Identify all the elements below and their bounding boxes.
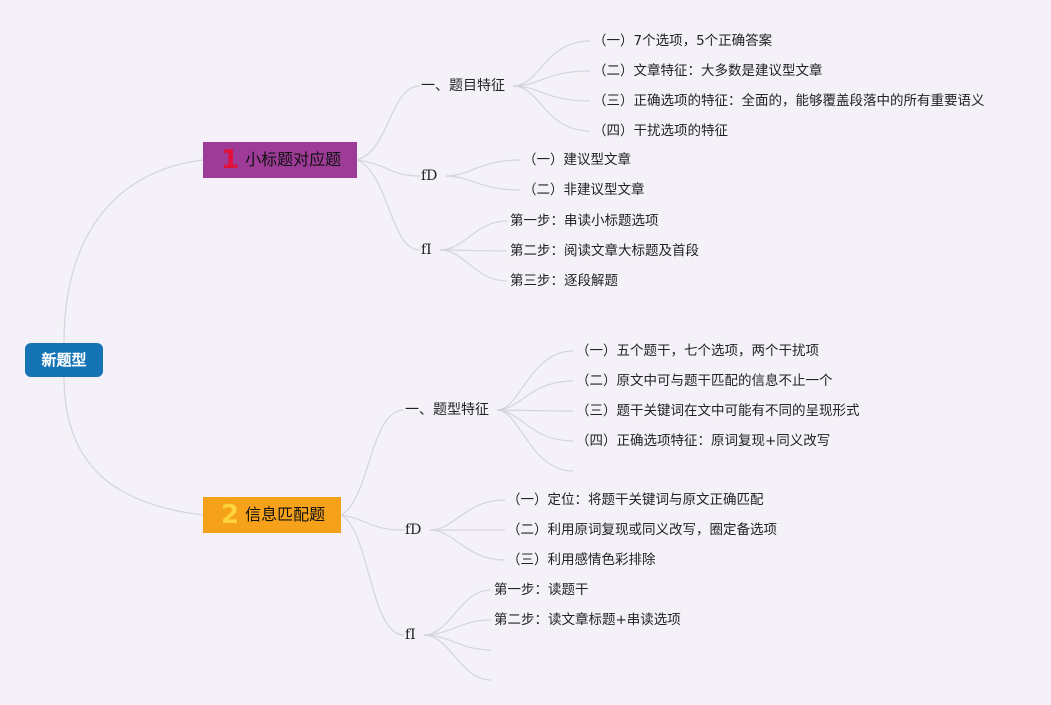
branch-2-node[interactable]: 2 信息匹配题 [203, 497, 341, 533]
b1-c1-item-2[interactable]: （二）文章特征：大多数是建议型文章 [593, 63, 823, 79]
b2-c2-item-2[interactable]: （二）利用原词复现或同义改写，圈定备选项 [507, 522, 777, 538]
b2-c1-item-1[interactable]: （一）五个题干，七个选项，两个干扰项 [576, 343, 819, 359]
b1-c2-item-1[interactable]: （一）建议型文章 [523, 152, 631, 168]
connector-b2-c1 [340, 409, 405, 516]
b2-topic-fd[interactable]: fD [405, 522, 422, 538]
b2-c3-item-2[interactable]: 第二步：读文章标题+串读选项 [494, 612, 681, 628]
connector-b2-c2 [340, 514, 405, 531]
root-node[interactable]: 新题型 [25, 343, 103, 377]
b2-topic-fi[interactable]: fI [405, 627, 416, 643]
b1-topic-fd[interactable]: fD [421, 168, 438, 184]
b1-c1-item-1[interactable]: （一）7个选项，5个正确答案 [593, 33, 773, 49]
b2-c1-item-3[interactable]: （三）题干关键词在文中可能有不同的呈现形式 [576, 403, 860, 419]
b2-c3-item-1[interactable]: 第一步：读题干 [494, 582, 589, 598]
b1-c3-item-3[interactable]: 第三步：逐段解题 [510, 273, 618, 289]
b2-c2-item-1[interactable]: （一）定位：将题干关键词与原文正确匹配 [507, 492, 764, 508]
branch-2-number: 2 [221, 500, 240, 530]
branch-1-label: 小标题对应题 [245, 150, 342, 169]
connector-b1-c3 [356, 159, 421, 251]
b2-c1-item-2[interactable]: （二）原文中可与题干匹配的信息不止一个 [576, 373, 833, 389]
b1-topic-fi[interactable]: fI [421, 242, 432, 258]
connector-b1-c2 [356, 159, 421, 177]
b2-topic-features[interactable]: 一、题型特征 [405, 402, 489, 418]
branch-1-number: 1 [221, 145, 240, 175]
connector-root-branch1 [63, 159, 204, 344]
b2-c1-item-4[interactable]: （四）正确选项特征：原词复现+同义改写 [576, 433, 831, 449]
b1-c3-item-2[interactable]: 第二步：阅读文章大标题及首段 [510, 243, 699, 259]
b1-c1-item-4[interactable]: （四）干扰选项的特征 [593, 123, 728, 139]
branch-2-label: 信息匹配题 [245, 505, 326, 524]
connector-b2-c3 [340, 514, 405, 636]
connector-b1-c1 [356, 85, 421, 161]
b2-c2-item-3[interactable]: （三）利用感情色彩排除 [507, 552, 656, 568]
b1-topic-features[interactable]: 一、题目特征 [421, 78, 505, 94]
b1-c1-item-3[interactable]: （三）正确选项的特征：全面的，能够覆盖段落中的所有重要语义 [593, 93, 985, 109]
b1-c2-item-2[interactable]: （二）非建议型文章 [523, 182, 645, 198]
branch-1-node[interactable]: 1 小标题对应题 [203, 142, 357, 178]
connector-root-branch2 [63, 376, 204, 516]
b1-c3-item-1[interactable]: 第一步：串读小标题选项 [510, 213, 659, 229]
